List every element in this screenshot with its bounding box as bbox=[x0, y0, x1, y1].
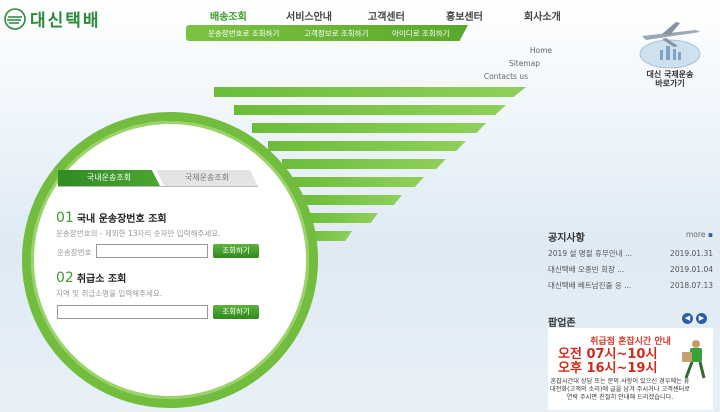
branch-input[interactable] bbox=[57, 305, 208, 319]
notice-text: 대신택배 오종빈 회장 ... bbox=[548, 265, 625, 274]
logo[interactable]: 대신택배 bbox=[4, 6, 101, 31]
popup-headline: 취급점 혼잡시간 안내 bbox=[590, 337, 671, 347]
sitemap-link[interactable]: Sitemap bbox=[508, 59, 540, 68]
deco-stripe bbox=[292, 177, 424, 187]
deco-stripe bbox=[304, 231, 352, 241]
deco-stripe bbox=[304, 213, 378, 223]
deco-stripe bbox=[252, 123, 486, 133]
prev-arrow-icon[interactable]: ◀ bbox=[682, 313, 693, 324]
intl-banner-line1: 대신 국제운송 bbox=[646, 70, 694, 79]
next-arrow-icon[interactable]: ▶ bbox=[696, 313, 707, 324]
notice-text: 2019 설 명절 휴무안내 ... bbox=[548, 249, 633, 258]
tracking-desc: 운송장번호의 - 제외한 13자리 숫자만 입력해주세요. bbox=[56, 229, 221, 238]
popup-times: 오전 07시~10시 오후 16시~19시 bbox=[558, 348, 657, 376]
tracking-search-button[interactable]: 조회하기 bbox=[213, 244, 259, 258]
tracking-title-text: 국내 운송장번호 조회 bbox=[76, 214, 167, 225]
nav-item-support[interactable]: 고객센터 bbox=[368, 12, 405, 23]
notice-date: 2019.01.04 bbox=[670, 265, 713, 274]
contact-link[interactable]: Contacts us bbox=[483, 72, 528, 81]
popup-zone-title: 팝업존 bbox=[548, 318, 576, 329]
logo-icon bbox=[4, 7, 26, 30]
main-nav: 배송조회 서비스안내 고객센터 홍보센터 회사소개 bbox=[196, 8, 576, 26]
list-item[interactable]: 대신택배 오종빈 회장 ... 2019.01.04 bbox=[548, 262, 713, 278]
delivery-man-icon bbox=[682, 340, 706, 379]
subnav-by-id[interactable]: 아이디로 조회하기 bbox=[392, 29, 450, 38]
tab-domestic[interactable]: 국내운송조회 bbox=[58, 170, 160, 186]
deco-stripe bbox=[234, 105, 506, 115]
tracking-circle-panel bbox=[22, 112, 318, 408]
tracking-num: 01 bbox=[56, 210, 74, 226]
notice-list: 2019 설 명절 휴무안내 ... 2019.01.31 대신택배 오종빈 회… bbox=[548, 246, 713, 294]
branch-desc: 지역 및 취급소명을 입력해주세요. bbox=[56, 289, 163, 298]
sub-nav: 운송장번호로 조회하기 고객정보로 조회하기 아이디로 조회하기 bbox=[186, 25, 468, 41]
branch-title-text: 취급소 조회 bbox=[76, 274, 127, 285]
nav-item-company[interactable]: 회사소개 bbox=[524, 12, 561, 23]
intl-banner-line2: 바로가기 bbox=[655, 79, 685, 88]
deco-stripe bbox=[300, 195, 402, 205]
subnav-by-waybill[interactable]: 운송장번호로 조회하기 bbox=[208, 29, 280, 38]
deco-stripe bbox=[268, 141, 466, 151]
nav-item-pr[interactable]: 홍보센터 bbox=[446, 12, 483, 23]
popup-body: 혼잡시간대 상담 또는 문의 사항이 있으신 경우에는 휴대전화(고객의 소리)… bbox=[550, 378, 690, 401]
airplane-globe-icon bbox=[639, 22, 701, 69]
popup-nav: ◀ ▶ bbox=[682, 313, 707, 324]
notice-text: 대신택배 베트남진출 응 ... bbox=[548, 281, 632, 290]
tracking-tabs: 국내운송조회 국제운송조회 bbox=[58, 170, 258, 186]
nav-item-service[interactable]: 서비스안내 bbox=[286, 12, 332, 23]
utility-links: Home Sitemap Contacts us bbox=[470, 44, 560, 83]
logo-text: 대신택배 bbox=[30, 11, 101, 31]
subnav-by-customer[interactable]: 고객정보로 조회하기 bbox=[304, 29, 369, 38]
notice-more-link[interactable]: more ▪ bbox=[686, 230, 713, 239]
home-link[interactable]: Home bbox=[529, 46, 552, 55]
waybill-label: 운송장번호 bbox=[57, 248, 92, 257]
nav-item-tracking[interactable]: 배송조회 bbox=[210, 12, 247, 23]
branch-search-button[interactable]: 조회하기 bbox=[213, 305, 259, 319]
deco-stripe bbox=[282, 159, 446, 169]
popup-banner[interactable]: 취급점 혼잡시간 안내 오전 07시~10시 오후 16시~19시 혼잡시간대 … bbox=[548, 328, 713, 410]
tab-divider bbox=[58, 186, 258, 187]
tab-international[interactable]: 국제운송조회 bbox=[156, 170, 258, 186]
intl-shipping-banner[interactable]: 대신 국제운송 바로가기 bbox=[632, 14, 708, 90]
list-item[interactable]: 대신택배 베트남진출 응 ... 2018.07.13 bbox=[548, 278, 713, 294]
popup-time-pm: 오후 16시~19시 bbox=[558, 361, 658, 376]
more-text: more bbox=[686, 230, 706, 239]
intl-banner-text: 대신 국제운송 바로가기 bbox=[632, 70, 708, 88]
list-item[interactable]: 2019 설 명절 휴무안내 ... 2019.01.31 bbox=[548, 246, 713, 262]
more-plus-icon: ▪ bbox=[707, 230, 713, 239]
notice-date: 2019.01.31 bbox=[670, 249, 713, 258]
notice-date: 2018.07.13 bbox=[670, 281, 713, 290]
deco-stripe bbox=[214, 87, 526, 97]
popup-time-am: 오전 07시~10시 bbox=[558, 347, 658, 362]
notice-title: 공지사항 bbox=[548, 233, 585, 244]
waybill-input[interactable] bbox=[96, 244, 208, 258]
branch-num: 02 bbox=[56, 270, 74, 286]
